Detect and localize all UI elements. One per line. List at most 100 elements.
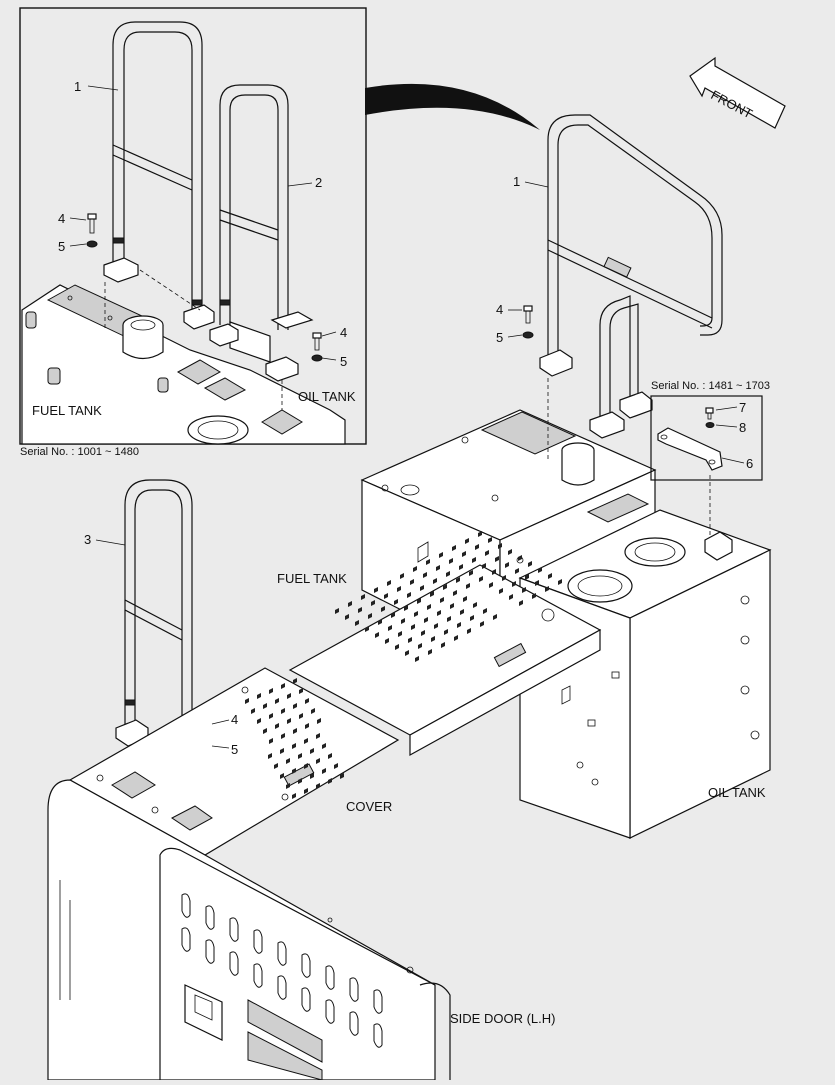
perforation-hole [355,620,359,626]
callout-inset-4a: 4 [58,211,66,226]
perforation-hole [447,616,451,622]
vent-slot [181,927,191,952]
perforation-hole [275,698,279,704]
perforation-hole [456,577,460,583]
perforation-hole [263,728,267,734]
perforation-hole [365,626,369,632]
perforation-hole [522,587,526,593]
perforation-hole [509,594,513,600]
perforation-hole [473,602,477,608]
perforation-hole [334,763,338,769]
handrail-1-main [522,114,723,535]
perforation-hole [257,693,261,699]
perforation-hole [292,743,296,749]
detail-serial-label: Serial No. : 1481 ~ 1703 [651,380,770,392]
perforation-hole [269,713,273,719]
perforation-hole [411,624,415,630]
perforation-hole [437,610,441,616]
vent-slot [325,999,335,1024]
perforation-hole [519,600,523,606]
perforation-hole [280,748,284,754]
perforation-hole [293,678,297,684]
perforation-hole [391,612,395,618]
perforation-hole [293,703,297,709]
inset-serial-label: Serial No. : 1001 ~ 1480 [20,446,139,458]
perforation-hole [328,778,332,784]
perforation-hole [499,588,503,594]
perforation-hole [478,531,482,537]
perforation-hole [440,597,444,603]
perforation-hole [424,617,428,623]
perforation-hole [368,613,372,619]
perforation-hole [414,611,418,617]
inset-transfer-arrow [365,83,540,130]
vent-slot [349,1011,359,1036]
perforation-hole [257,718,261,724]
perforation-hole [275,723,279,729]
perforation-hole [469,570,473,576]
vent-slot [205,905,215,930]
perforation-hole [316,758,320,764]
perforation-hole [495,556,499,562]
perforation-hole [482,563,486,569]
perforation-hole [400,573,404,579]
perforation-hole [304,763,308,769]
perforation-hole [287,718,291,724]
vent-slot [229,951,239,976]
perforation-hole [532,593,536,599]
perforation-hole [441,642,445,648]
callout-low-4: 4 [231,712,239,727]
perforation-hole [384,593,388,599]
perforation-hole [518,555,522,561]
inset-handrail-2 [209,84,314,382]
perforation-hole [407,592,411,598]
perforation-hole [505,562,509,568]
perforation-hole [305,698,309,704]
perforation-hole [434,623,438,629]
perforation-hole [431,636,435,642]
callout-main-3: 3 [84,532,92,547]
perforation-hole [305,723,309,729]
callout-main-6: 6 [746,456,754,471]
perforation-hole [292,793,296,799]
perforation-hole [340,773,344,779]
vent-slot [205,939,215,964]
perforation-hole [460,609,464,615]
perforation-hole [548,573,552,579]
perforation-hole [405,650,409,656]
perforation-hole [462,551,466,557]
perforation-hole [470,615,474,621]
vent-slot [349,977,359,1002]
perforation-hole [397,586,401,592]
inset-fuel-tank-label: FUEL TANK [32,403,102,418]
perforation-hole [535,580,539,586]
perforation-hole [316,783,320,789]
perforation-hole [245,698,249,704]
perforation-hole [387,580,391,586]
perforation-hole [466,583,470,589]
perforation-hole [263,703,267,709]
perforation-hole [311,708,315,714]
callout-main-7: 7 [739,400,747,415]
callout-low-5: 5 [231,742,239,757]
vent-slot [229,917,239,942]
vent-slot [373,989,383,1014]
perforation-hole [287,693,291,699]
perforation-hole [528,561,532,567]
perforation-hole [361,594,365,600]
perforation-hole [410,579,414,585]
perforation-hole [280,773,284,779]
perforation-hole [375,632,379,638]
perforation-hole [322,768,326,774]
perforation-hole [512,581,516,587]
perforation-hole [454,635,458,641]
perforation-hole [415,656,419,662]
perforation-hole [404,605,408,611]
callout-main-5: 5 [496,330,504,345]
inset-bolts [86,213,323,410]
perforation-hole [545,586,549,592]
perforation-hole [450,603,454,609]
perforation-hole [394,599,398,605]
callout-inset-2: 2 [315,175,323,190]
